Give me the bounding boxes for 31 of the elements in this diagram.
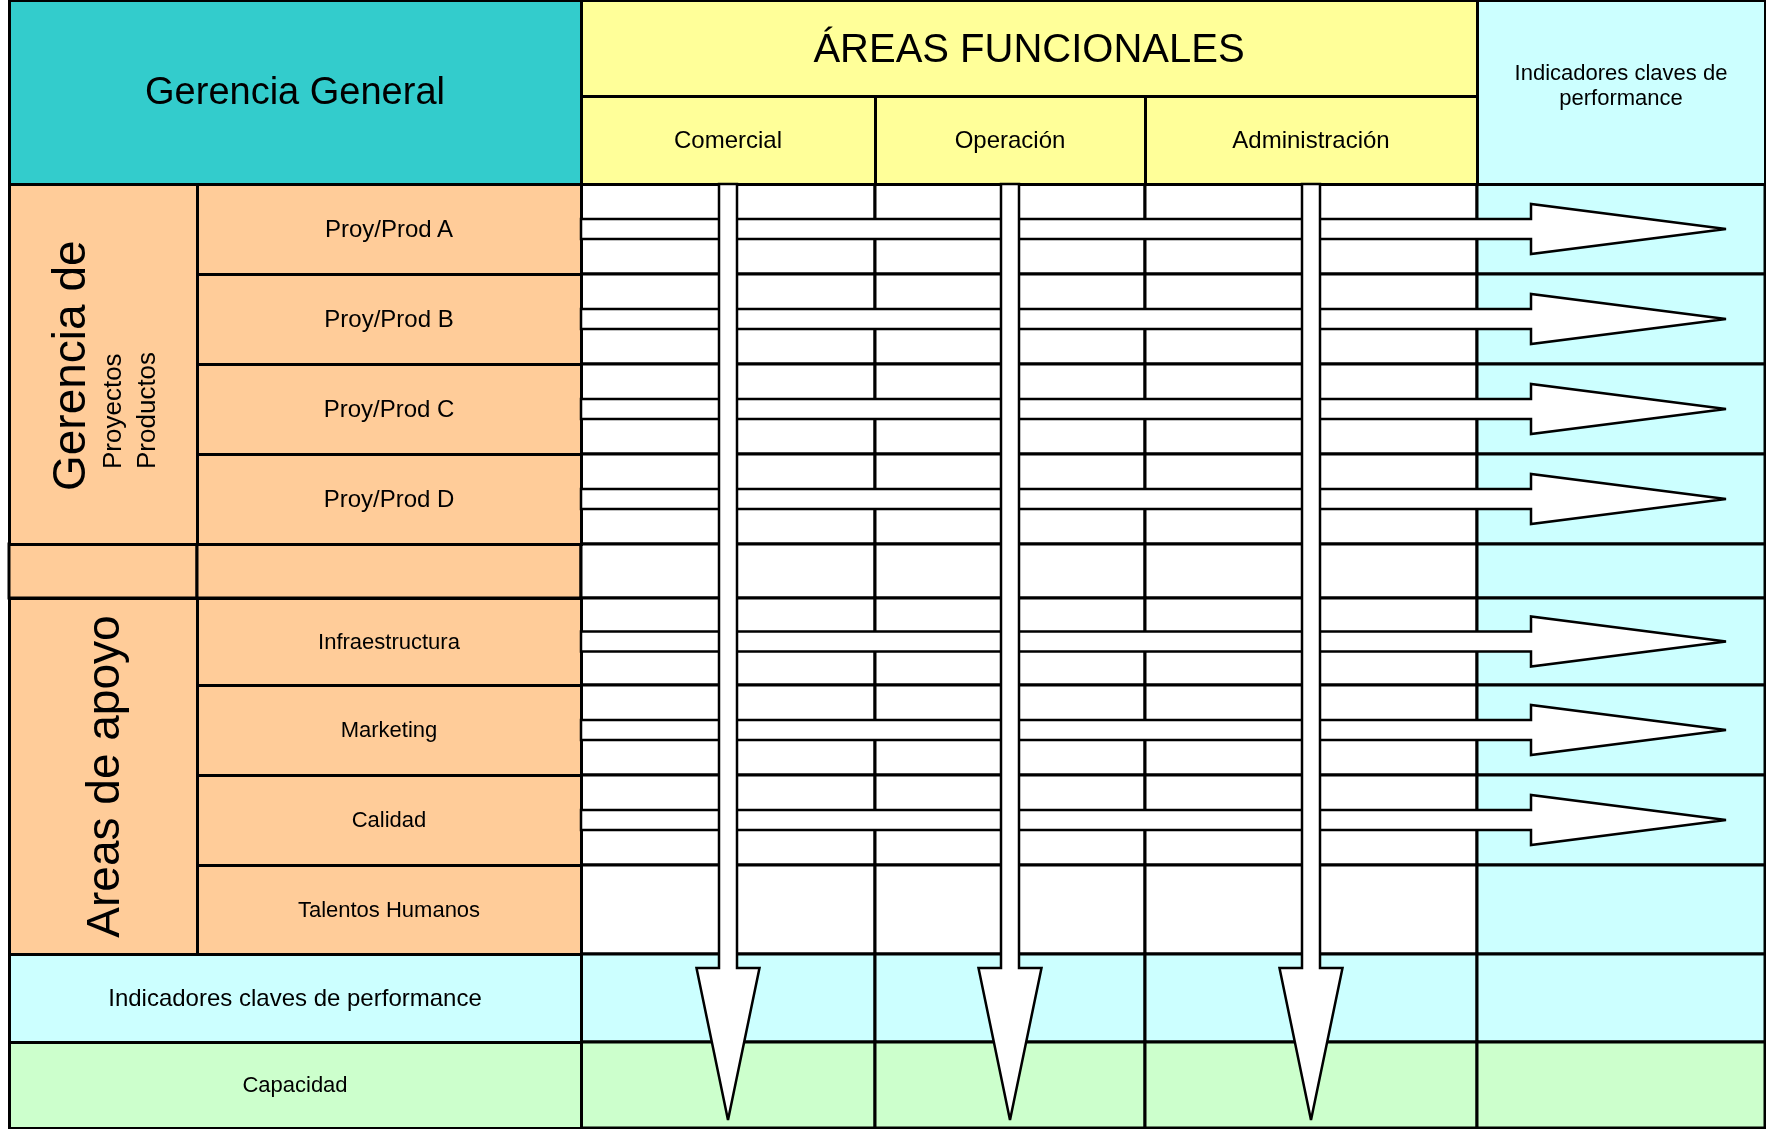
table-cell [7, 596, 199, 956]
block-arrow [579, 472, 1728, 526]
block-arrow [579, 615, 1728, 668]
cell-label: Gerencia General [145, 70, 445, 114]
block-arrow [579, 292, 1728, 346]
cell-label: Infraestructura [318, 628, 460, 655]
block-arrow [579, 793, 1728, 847]
cell-label: Marketing [340, 717, 438, 743]
cell-label: ÁREAS FUNCIONALES [813, 25, 1245, 71]
block-arrow [579, 703, 1728, 757]
block-arrow [1277, 182, 1345, 1122]
block-arrow [579, 202, 1728, 256]
block-arrow [579, 382, 1728, 436]
cell-label: Comercial [674, 126, 782, 154]
block-arrow [976, 182, 1044, 1122]
cell-label: Operación [954, 126, 1066, 154]
cell-label: Proy/Prod B [324, 305, 454, 333]
cell-label: Areas de apoyo [76, 614, 130, 938]
block-arrow [694, 182, 762, 1122]
cell-label: Administración [1232, 126, 1390, 154]
cell-label: Indicadores claves de performance [1513, 59, 1729, 111]
cell-label: Gerencia de [42, 239, 96, 491]
cell-label: Calidad [351, 807, 427, 833]
cell-label: Proy/Prod C [323, 395, 455, 423]
cell-label: Proy/Prod A [324, 215, 454, 243]
cell-label: Indicadores claves de performance [108, 984, 482, 1012]
cell-label: Talentos Humanos [297, 896, 481, 923]
cell-label: Capacidad [242, 1072, 348, 1098]
cell-sublabel: Proyectos Productos [95, 350, 162, 469]
header-cell [7, 0, 583, 186]
cell-label: Proy/Prod D [323, 485, 455, 513]
